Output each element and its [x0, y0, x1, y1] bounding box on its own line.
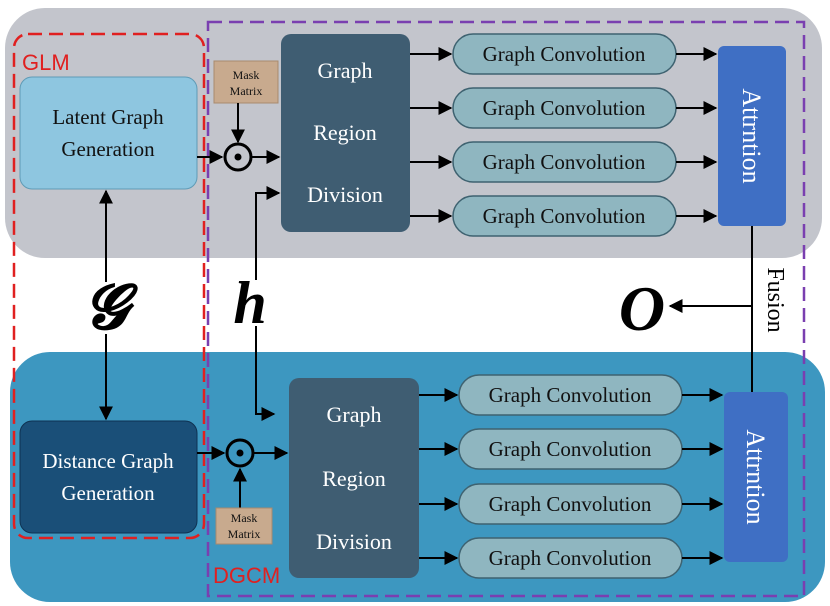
glm-label: GLM	[22, 50, 70, 75]
dgcm-mask-matrix-box	[215, 507, 273, 545]
h-to-dgcm-region-arrow	[255, 326, 276, 421]
dgcm-region-label-line1: Graph	[327, 402, 382, 427]
dgcm-graph-convolution-label: Graph Convolution	[489, 383, 652, 407]
latent-graph-label-line2: Generation	[61, 137, 155, 161]
glm-dashed-boundary	[12, 32, 206, 540]
glm-region-label-line1: Graph	[318, 58, 373, 83]
glm-graph-convolution-label: Graph Convolution	[483, 96, 646, 120]
glm-attention-label: Attrntion	[737, 88, 766, 183]
distance-graph-label-line1: Distance Graph	[42, 449, 174, 473]
fusion-label: Fusion	[762, 267, 788, 332]
glm-region-label-line3: Division	[307, 182, 383, 207]
glm-graph-convolution-label: Graph Convolution	[483, 204, 646, 228]
dgcm-attention-box	[724, 392, 788, 562]
glm-mask-label-line2: Matrix	[230, 84, 263, 98]
latent-graph-generation-box	[19, 76, 198, 190]
model-dashed-boundary	[206, 20, 806, 598]
glm-graph-convolution-label: Graph Convolution	[483, 150, 646, 174]
h-to-glm-region-arrow	[255, 186, 281, 280]
dgcm-region-label-line3: Division	[316, 529, 392, 554]
glm-mask-matrix-box	[213, 60, 279, 104]
dgcm-attention-label: Attrntion	[741, 429, 770, 524]
dgcm-graph-region-division-box	[289, 378, 419, 578]
glm-graph-convolution-label: Graph Convolution	[483, 42, 646, 66]
distance-graph-generation-box	[19, 420, 198, 534]
glm-region-label-line2: Region	[313, 120, 377, 145]
dgcm-graph-convolutions: Graph Convolution Graph Convolution Grap…	[419, 374, 724, 579]
latent-graph-label-line1: Latent Graph	[52, 105, 164, 129]
dgcm-graph-convolution-label: Graph Convolution	[489, 546, 652, 570]
output-symbol: O	[619, 273, 665, 344]
hidden-feature-symbol: h	[233, 270, 266, 336]
distance-graph-label-line2: Generation	[61, 481, 155, 505]
glm-graph-region-division-box	[281, 34, 410, 232]
dgcm-graph-convolution-label: Graph Convolution	[489, 492, 652, 516]
dgcm-region-label-line2: Region	[322, 466, 386, 491]
dgcm-hadamard-dot	[236, 449, 244, 457]
glm-graph-convolutions: Graph Convolution Graph Convolution Grap…	[410, 33, 718, 237]
glm-attention-box	[718, 46, 786, 226]
graph-symbol: 𝓖	[84, 274, 138, 342]
glm-mask-label-line1: Mask	[233, 68, 260, 82]
dgcm-mask-label-line2: Matrix	[228, 527, 261, 541]
glm-hadamard-dot	[234, 153, 242, 161]
dgcm-graph-convolution-label: Graph Convolution	[489, 437, 652, 461]
dgcm-mask-label-line1: Mask	[231, 511, 258, 525]
dgcm-label: DGCM	[213, 563, 280, 588]
